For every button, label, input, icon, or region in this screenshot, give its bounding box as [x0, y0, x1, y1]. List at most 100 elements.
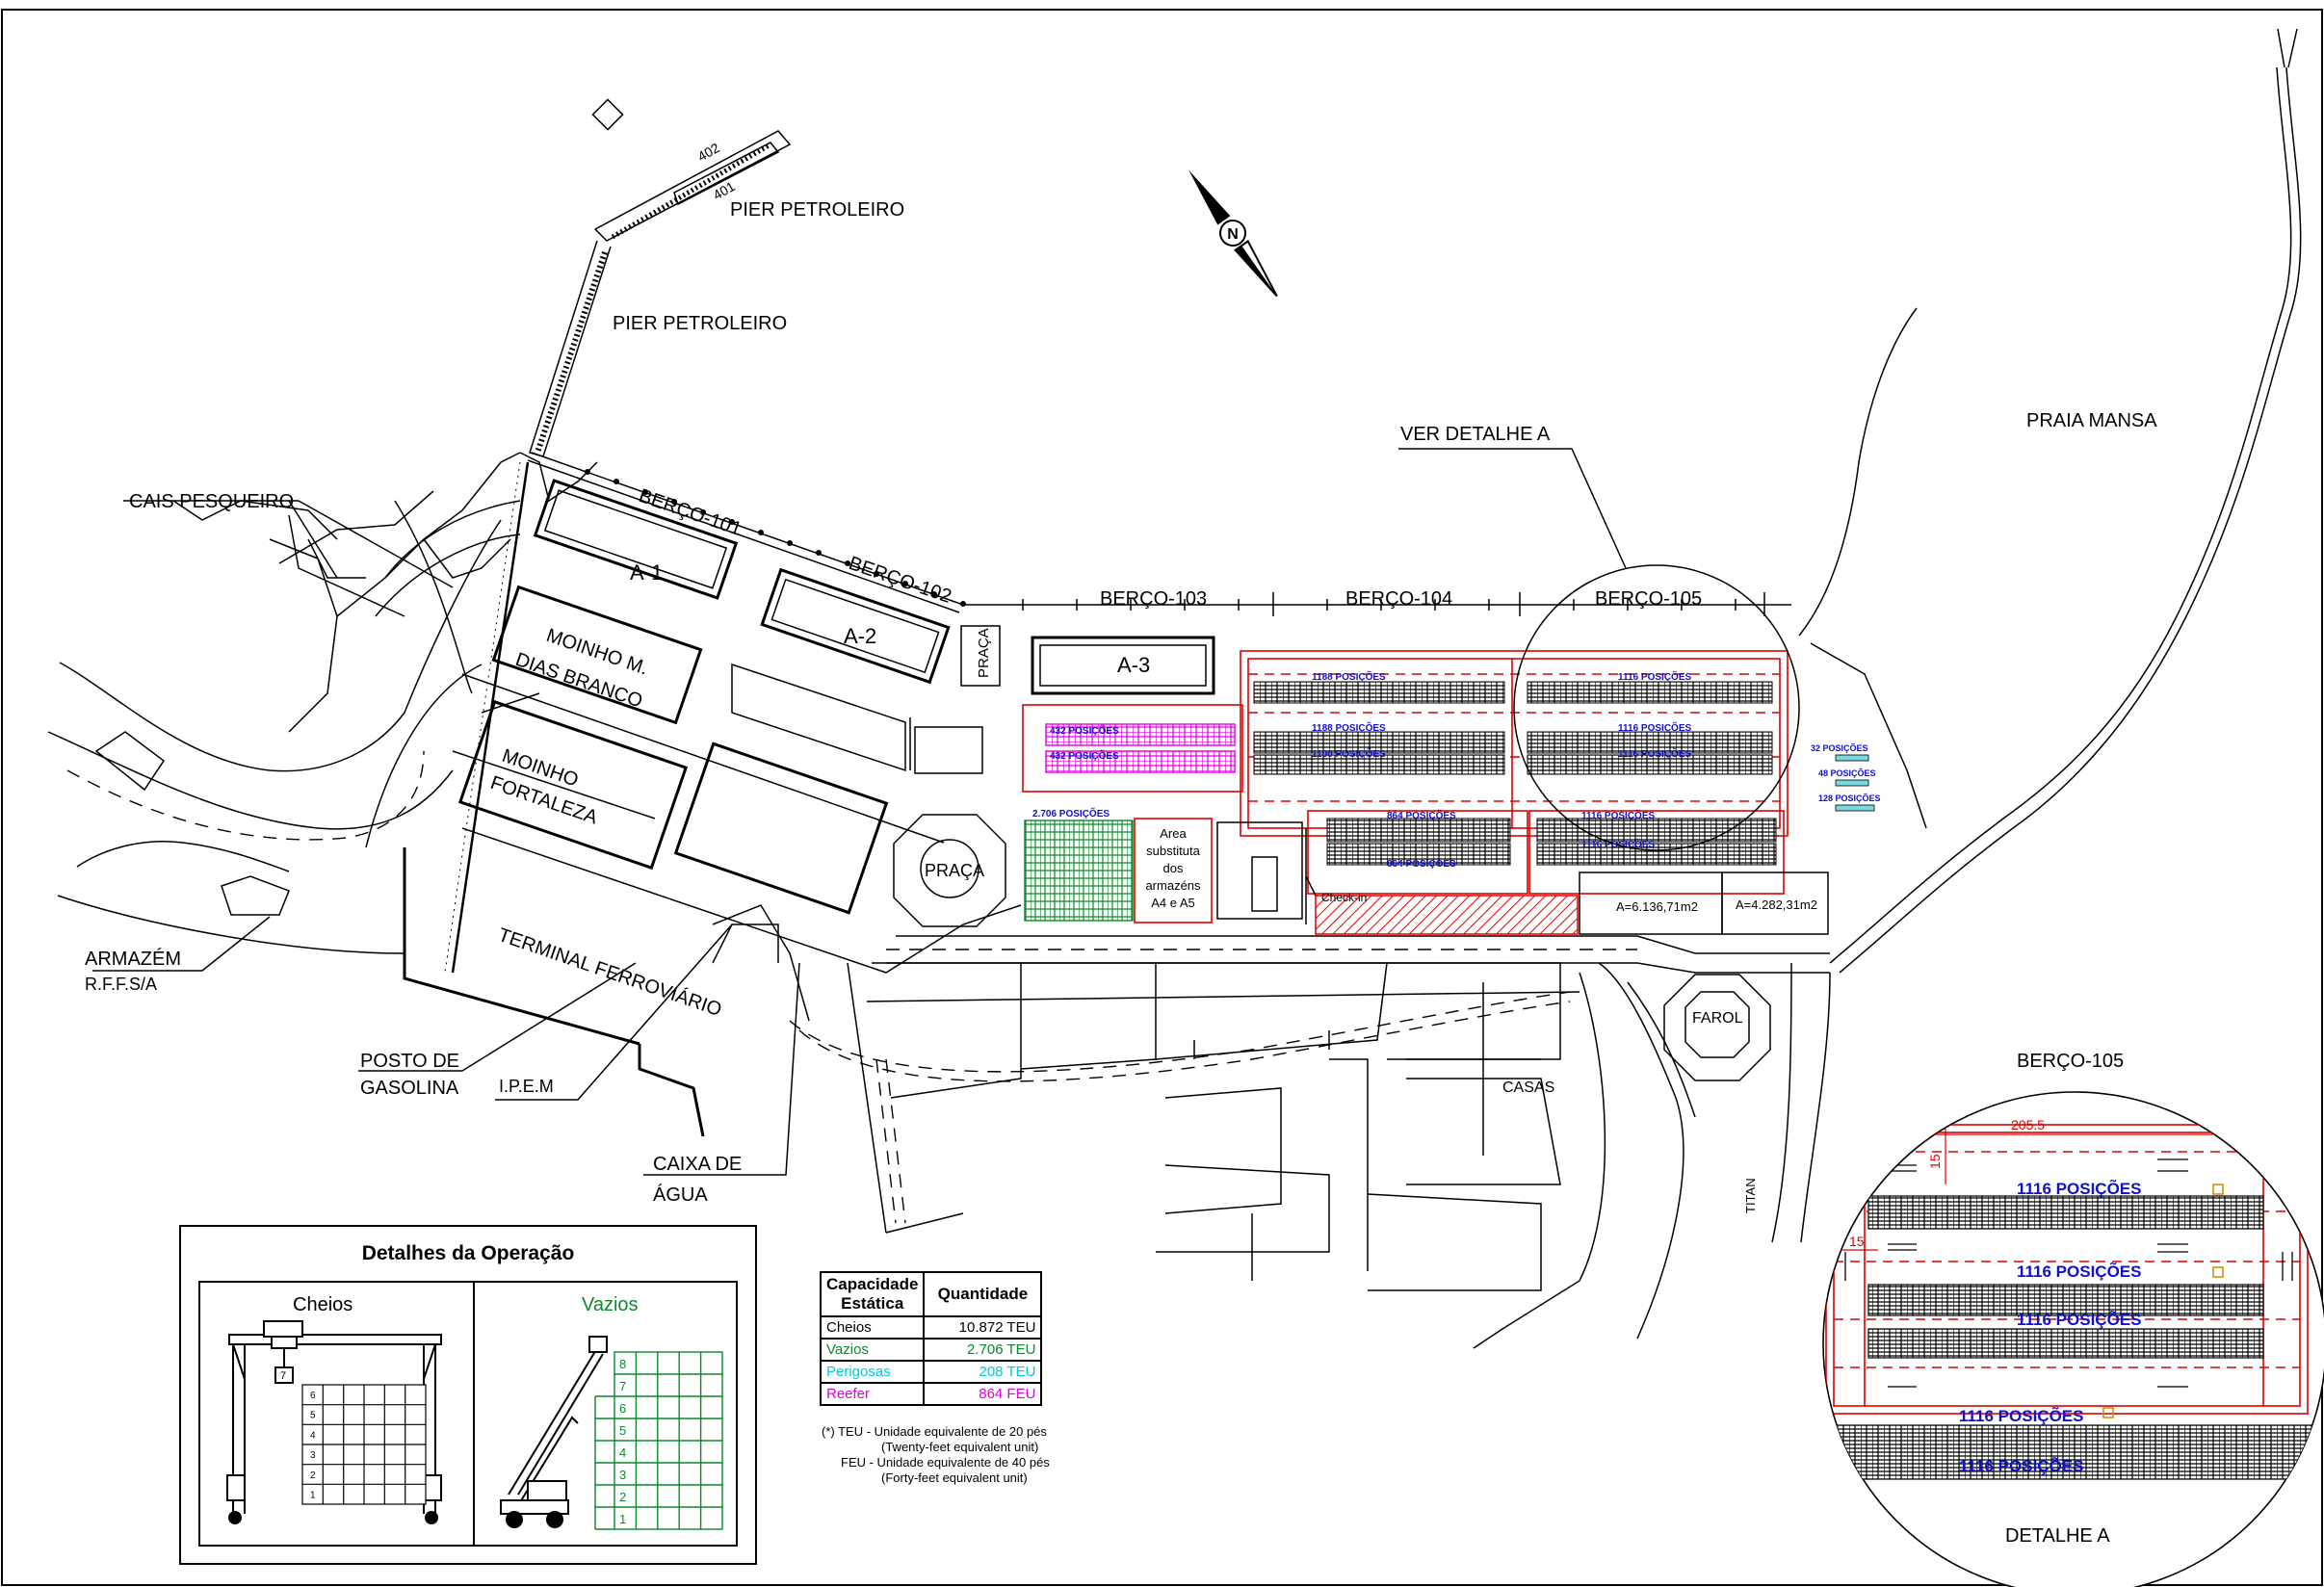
east-coast: PRAIA MANSA TITAN: [1743, 28, 2302, 1243]
casas-label: CASAS: [1502, 1080, 1554, 1096]
vazios-level-number: 2: [619, 1490, 626, 1504]
capacity-row-value: 10.872 TEU: [923, 1315, 1043, 1340]
cheios-level-number: 4: [310, 1430, 316, 1441]
quay-line: BERÇO-101 BERÇO-102 BERÇO-103 BERÇO-104 …: [527, 452, 1791, 616]
area-4282-label: A=4.282,31m2: [1736, 898, 1817, 912]
cheios-level-number: 6: [310, 1391, 316, 1401]
detail-berco-label: BERÇO-105: [2017, 1051, 2124, 1072]
legend-vazios-label: Vazios: [582, 1294, 639, 1315]
yard-positions-432-a: 432 POSIÇÕES: [1050, 724, 1119, 737]
capacity-row-value: 864 FEU: [923, 1382, 1043, 1406]
detail-row-1-label: 1116 POSIÇÕES: [2017, 1179, 2141, 1198]
legend-equipment-drawing: 7 6 5 4 3 2 1: [226, 1320, 723, 1530]
north-label: N: [1227, 226, 1239, 243]
vazios-stack-grid: [594, 1351, 723, 1530]
area-substituta-line5: A4 e A5: [1151, 896, 1195, 910]
posto-label-2: GASOLINA: [360, 1078, 459, 1099]
capacity-header-line2: Estática: [841, 1294, 904, 1313]
praca-roundabout: PRAÇA: [893, 814, 1006, 927]
vazios-level-number: 3: [619, 1468, 626, 1482]
farol: FAROL: [1663, 974, 1771, 1081]
yard-positions-48: 48 POSIÇÕES: [1818, 768, 1876, 778]
legend-title: Detalhes da Operação: [361, 1242, 575, 1264]
berco-104-label: BERÇO-104: [1345, 588, 1452, 610]
berco-105-label: BERÇO-105: [1595, 588, 1702, 610]
cheios-level-number: 2: [310, 1470, 316, 1481]
quantity-header: Quantidade: [923, 1271, 1043, 1317]
cheios-stack-grid: [301, 1384, 427, 1505]
praca-label: PRAÇA: [925, 861, 984, 880]
a3-label: A-3: [1117, 653, 1150, 677]
legend-cheios-label: Cheios: [293, 1294, 353, 1315]
area-substituta-line1: Area: [1160, 826, 1187, 841]
caixa-label-1: CAIXA DE: [653, 1154, 742, 1175]
cheios-level-numbers: 6 5 4 3 2 1: [310, 1391, 316, 1501]
cheios-level-number: 1: [310, 1491, 316, 1501]
praca-small-label: PRAÇA: [976, 628, 992, 678]
dimension-205-5: 205.5: [2011, 1117, 2045, 1132]
vazios-level-number: 4: [619, 1445, 626, 1460]
area-substituta-line4: armazéns: [1145, 878, 1201, 893]
area-substituta-line2: substituta: [1146, 844, 1200, 858]
berco-102-label: BERÇO-102: [846, 553, 953, 608]
yard-positions-432-b: 432 POSIÇÕES: [1050, 749, 1119, 762]
dimension-35: 35: [1927, 1107, 1943, 1123]
yard-positions-2706: 2.706 POSIÇÕES: [1032, 807, 1110, 820]
note-line: (Forty-feet equivalent unit): [881, 1470, 1028, 1485]
legend-inner-frame: Cheios Vazios 7 6 5: [198, 1281, 738, 1547]
capacity-row-label: Cheios: [819, 1315, 926, 1340]
crane-tag: 7: [280, 1370, 286, 1382]
vazios-level-number: 8: [619, 1357, 626, 1371]
pier-petroleiro-label-2: PIER PETROLEIRO: [613, 313, 787, 334]
oil-pier: 402 401 PIER PETROLEIRO PIER PETROLEIRO: [529, 98, 904, 457]
vazios-level-number: 7: [619, 1379, 626, 1393]
praia-mansa-label: PRAIA MANSA: [2026, 410, 2157, 431]
capacity-header-line1: Capacidade: [826, 1275, 919, 1293]
dimension-7-5: 7.5: [2271, 1111, 2290, 1127]
yard-positions-1116-e: 1116 POSIÇÕES: [1581, 838, 1655, 850]
detalhe-a-label: DETALHE A: [2005, 1525, 2110, 1547]
farol-label: FAROL: [1692, 1010, 1743, 1027]
pier-number-402: 402: [695, 140, 722, 165]
yard-positions-864-a: 864 POSIÇÕES: [1387, 809, 1456, 821]
yard-positions-1188-b: 1188 POSIÇÕES: [1312, 721, 1386, 734]
posto-label-1: POSTO DE: [360, 1051, 459, 1072]
yard-positions-1188-a: 1188 POSIÇÕES: [1312, 670, 1386, 683]
note-line: (Twenty-feet equivalent unit): [881, 1440, 1039, 1454]
vazios-level-number: 1: [619, 1512, 626, 1526]
berco-103-label: BERÇO-103: [1100, 588, 1207, 610]
yard-positions-1188-c: 1188 POSIÇÕES: [1312, 747, 1386, 760]
capacity-row-label: Reefer: [819, 1382, 926, 1406]
cheios-level-number: 5: [310, 1411, 316, 1421]
pier-petroleiro-label: PIER PETROLEIRO: [730, 199, 904, 221]
armazem-label-2: R.F.F.S/A: [85, 975, 157, 994]
detail-row-2-label: 1116 POSIÇÕES: [2017, 1262, 2141, 1281]
ver-detalhe-label: VER DETALHE A: [1400, 424, 1551, 445]
yard-positions-864-b: 864 POSIÇÕES: [1387, 857, 1456, 870]
unit-notes: (*) TEU - Unidade equivalente de 20 pés …: [822, 1424, 1050, 1486]
a2-label: A-2: [844, 624, 876, 648]
yard-positions-1116-a: 1116 POSIÇÕES: [1618, 670, 1691, 683]
capacity-row-label: Vazios: [819, 1338, 926, 1362]
berco-101-label: BERÇO-101: [636, 485, 744, 540]
drawing-frame: [1, 9, 2323, 1586]
north-arrow-icon: N: [1188, 169, 1278, 298]
yard-positions-128: 128 POSIÇÕES: [1818, 794, 1881, 803]
leader-labels: ARMAZÉM R.F.F.S/A POSTO DE GASOLINA I.P.…: [85, 847, 810, 1206]
cheios-level-number: 3: [310, 1450, 316, 1461]
area-6136-label: A=6.136,71m2: [1616, 899, 1698, 914]
note-line: FEU - Unidade equivalente de 40 pés: [841, 1455, 1050, 1470]
capacity-row-value: 208 TEU: [923, 1360, 1043, 1384]
gantry-crane-icon: [226, 1320, 442, 1524]
reefer-empty-yard: 432 POSIÇÕES 432 POSIÇÕES 2.706 POSIÇÕES…: [1022, 704, 1317, 924]
legend-divider: [473, 1283, 475, 1545]
caixa-label-2: ÁGUA: [653, 1184, 708, 1206]
dimension-15-a: 15: [1927, 1154, 1943, 1169]
